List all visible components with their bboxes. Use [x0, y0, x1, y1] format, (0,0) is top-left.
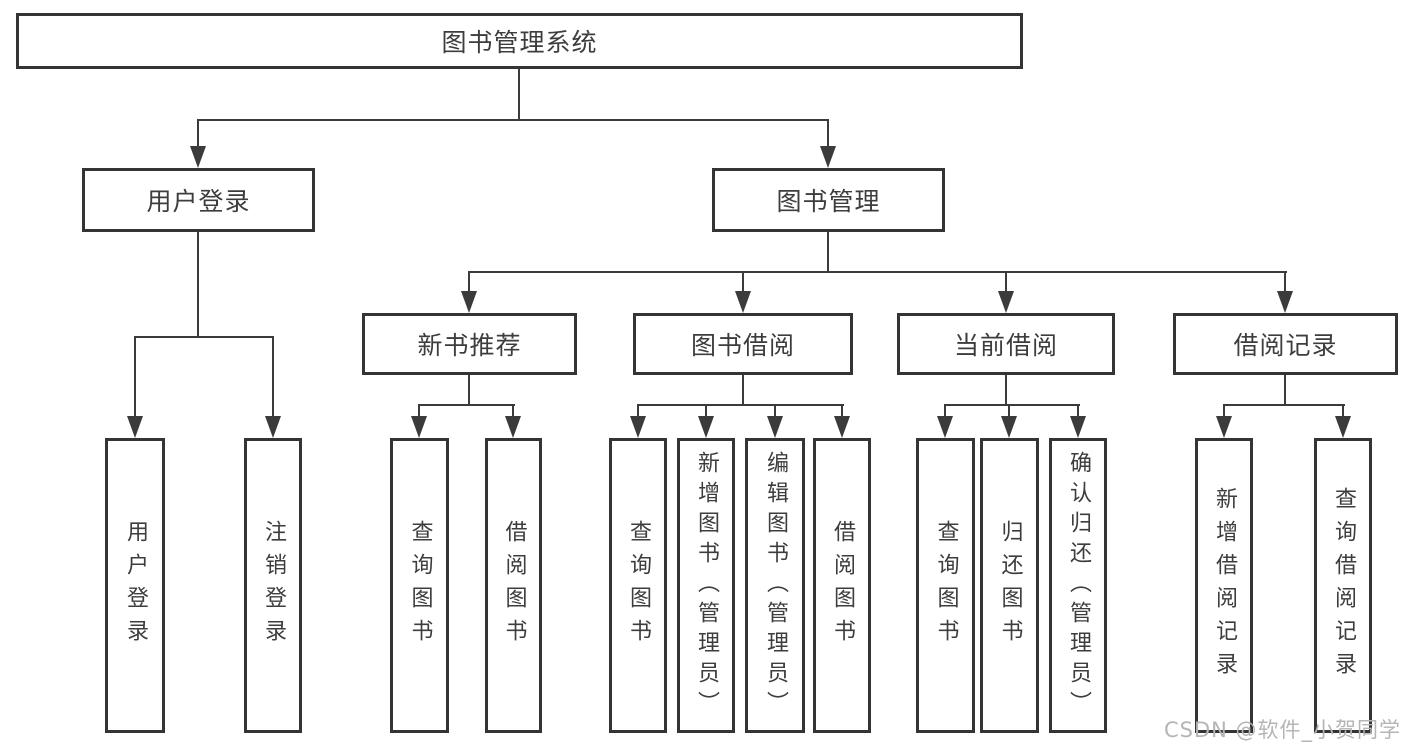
connector-borrowing-records-stub: [1284, 375, 1286, 406]
node-label: 用户登录: [146, 187, 251, 216]
connector-stem-leaf: [418, 404, 420, 418]
connector-book-borrowing-stub: [742, 375, 744, 406]
arrow-down-icon: [190, 146, 206, 168]
connector-stem-current-borrowing: [1005, 271, 1007, 293]
arrow-down-icon: [998, 291, 1014, 313]
connector-user-login-stub: [197, 232, 199, 338]
connector-stem-leaf: [774, 404, 776, 418]
leaf-borrow-books-recommend: 借阅图书: [485, 438, 542, 733]
node-label: 图书借阅: [690, 331, 795, 360]
node-label: 图书管理系统: [441, 28, 598, 57]
node-current-borrowing: 当前借阅: [897, 313, 1115, 375]
arrow-down-icon: [937, 416, 953, 438]
connector-new-books-stub: [468, 375, 470, 406]
connector-stem-leaf: [841, 404, 843, 418]
leaf-add-book-admin: 新增图书（管理员）: [677, 438, 735, 733]
arrow-down-icon: [1070, 416, 1086, 438]
connector-stem-borrowing-records: [1284, 271, 1286, 293]
node-new-book-recommend: 新书推荐: [362, 313, 577, 375]
connector-rail-level2: [197, 119, 829, 121]
connector-stem-leaf: [1077, 404, 1079, 418]
node-user-login: 用户登录: [82, 168, 315, 232]
node-library-system: 图书管理系统: [16, 13, 1023, 69]
leaf-borrow-books-borrowing: 借阅图书: [813, 438, 871, 733]
arrow-down-icon: [698, 416, 714, 438]
leaf-query-books-borrowing: 查询图书: [609, 438, 667, 733]
arrow-down-icon: [1216, 416, 1232, 438]
node-label: 归还图书: [997, 519, 1023, 652]
connector-rail-new-books: [418, 404, 515, 406]
arrow-down-icon: [767, 416, 783, 438]
connector-stem-book-borrowing: [742, 271, 744, 293]
node-book-management: 图书管理: [712, 168, 945, 232]
connector-stem-new-books: [468, 271, 470, 293]
connector-stem-leaf: [1342, 404, 1344, 418]
arrow-down-icon: [1335, 416, 1351, 438]
connector-stem-leaf: [1223, 404, 1225, 418]
arrow-down-icon: [265, 416, 281, 438]
node-label: 借阅图书: [501, 519, 527, 652]
arrow-down-icon: [461, 291, 477, 313]
connector-stem-book-management: [827, 119, 829, 148]
arrow-down-icon: [1001, 416, 1017, 438]
node-label: 查询图书: [933, 519, 959, 652]
csdn-watermark: CSDN @软件_小贺同学: [1164, 718, 1402, 742]
connector-stem-user-login: [197, 119, 199, 148]
connector-stem-leaf: [705, 404, 707, 418]
node-label: 新增图书（管理员）: [694, 450, 719, 721]
node-book-borrowing: 图书借阅: [633, 313, 853, 375]
arrow-down-icon: [1277, 291, 1293, 313]
node-label: 确认归还（管理员）: [1066, 450, 1091, 721]
node-label: 编辑图书（管理员）: [763, 450, 788, 721]
connector-stem-leaf: [1008, 404, 1010, 418]
leaf-confirm-return-admin: 确认归还（管理员）: [1049, 438, 1107, 733]
connector-rail-user-login: [134, 336, 274, 338]
leaf-query-books-current: 查询图书: [916, 438, 975, 733]
arrow-down-icon: [820, 146, 836, 168]
node-label: 查询借阅记录: [1331, 486, 1356, 685]
arrow-down-icon: [411, 416, 427, 438]
node-label: 图书管理: [776, 187, 881, 216]
leaf-logout: 注销登录: [244, 438, 302, 733]
node-label: 查询图书: [407, 519, 433, 652]
connector-stem-leaf: [944, 404, 946, 418]
node-label: 当前借阅: [953, 331, 1058, 360]
connector-stem-leaf: [272, 336, 274, 418]
node-label: 借阅记录: [1233, 331, 1338, 360]
leaf-user-login: 用户登录: [105, 438, 165, 733]
arrow-down-icon: [505, 416, 521, 438]
node-label: 新书推荐: [417, 331, 522, 360]
node-label: 用户登录: [123, 519, 148, 652]
connector-rail-book-borrowing: [637, 404, 844, 406]
connector-stem-leaf: [512, 404, 514, 418]
connector-rail-level3: [468, 271, 1287, 273]
arrow-down-icon: [834, 416, 850, 438]
node-borrowing-records: 借阅记录: [1173, 313, 1398, 375]
node-label: 注销登录: [261, 519, 286, 652]
connector-book-mgmt-stub: [827, 232, 829, 273]
arrow-down-icon: [735, 291, 751, 313]
arrow-down-icon: [127, 416, 143, 438]
node-label: 新增借阅记录: [1212, 486, 1237, 685]
node-label: 查询图书: [626, 519, 651, 652]
leaf-edit-book-admin: 编辑图书（管理员）: [745, 438, 805, 733]
leaf-query-books-recommend: 查询图书: [390, 438, 449, 733]
connector-rail-current-borrowing: [944, 404, 1080, 406]
leaf-query-borrow-record: 查询借阅记录: [1314, 438, 1372, 733]
connector-rail-borrowing-records: [1223, 404, 1345, 406]
connector-stem-leaf: [134, 336, 136, 418]
leaf-add-borrow-record: 新增借阅记录: [1195, 438, 1253, 733]
leaf-return-books: 归还图书: [980, 438, 1039, 733]
connector-current-borrowing-stub: [1005, 375, 1007, 406]
connector-stem-leaf: [637, 404, 639, 418]
node-label: 借阅图书: [830, 519, 855, 652]
arrow-down-icon: [630, 416, 646, 438]
connector-root-stub: [518, 69, 520, 121]
